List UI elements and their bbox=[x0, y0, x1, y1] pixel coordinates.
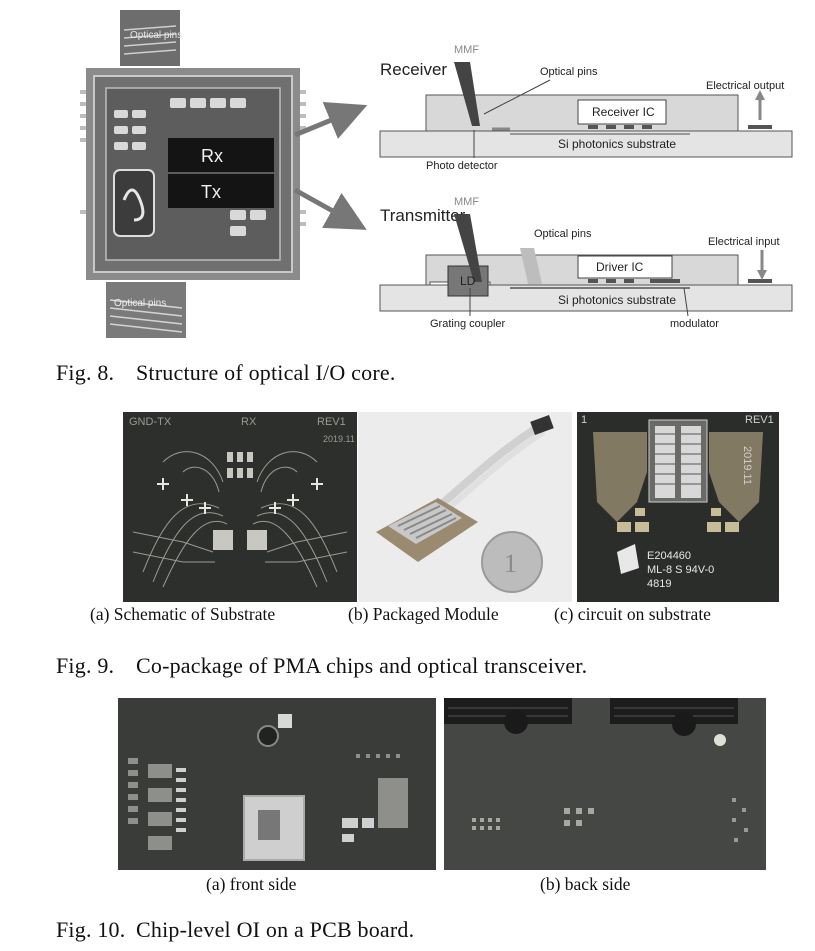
fig8-caption-text: Structure of optical I/O core. bbox=[136, 360, 396, 385]
code2-label: ML-8 S 94V-0 bbox=[647, 564, 715, 576]
fig10-caption: Fig. 10. Chip-level OI on a PCB board. bbox=[56, 917, 414, 943]
rx-pad-label: RX bbox=[241, 416, 257, 428]
transmitter-substrate-label: Si photonics substrate bbox=[558, 293, 677, 307]
fig8-chip-photo: Rx Tx Optical pins Optical pins bbox=[80, 10, 308, 338]
fig9-photo-b: 1 bbox=[358, 412, 572, 602]
fig9-sub-a: (a) Schematic of Substrate bbox=[90, 604, 276, 624]
code1-label: E204460 bbox=[647, 550, 692, 562]
year-c-label: 2019.11 bbox=[741, 446, 753, 485]
photo-detector-label: Photo detector bbox=[426, 160, 498, 172]
rev1-a-label: REV1 bbox=[317, 416, 346, 428]
fig9-sub-c: (c) circuit on substrate bbox=[554, 604, 711, 624]
ld-label: LD bbox=[460, 274, 476, 288]
fig10-sub-a: (a) front side bbox=[206, 874, 297, 894]
fig8-arrows bbox=[293, 101, 368, 230]
one-c-label: 1 bbox=[581, 414, 588, 426]
modulator-label: modulator bbox=[670, 318, 719, 330]
fig10-caption-number: Fig. 10. bbox=[56, 917, 126, 942]
transmitter-optical-pins-label: Optical pins bbox=[534, 228, 592, 240]
year-a-label: 2019.11 bbox=[323, 434, 355, 444]
fig9-caption-number: Fig. 9. bbox=[56, 653, 115, 678]
optical-pins-bottom-label: Optical pins bbox=[114, 298, 167, 309]
transmitter-mmf-label: MMF bbox=[454, 196, 480, 208]
fig10-photo-a bbox=[118, 698, 436, 870]
transmitter-diagram: Transmitter MMF Optical pins Electrical … bbox=[370, 192, 800, 342]
fig10-sub-b: (b) back side bbox=[540, 874, 631, 894]
receiver-substrate-label: Si photonics substrate bbox=[558, 137, 677, 151]
svg-text:1: 1 bbox=[504, 549, 517, 578]
receiver-diagram: Receiver MMF Optical pins Electrical out… bbox=[370, 38, 800, 178]
code3-label: 4819 bbox=[647, 578, 672, 590]
transmitter-heading: Transmitter bbox=[380, 206, 466, 225]
fig10-photo-b bbox=[444, 698, 766, 870]
receiver-optical-pins-label: Optical pins bbox=[540, 66, 598, 78]
receiver-ic-label: Receiver IC bbox=[592, 105, 655, 119]
fig9-photo-c: 1 REV1 2019.11 E204460 ML-8 S 94V-0 4819 bbox=[577, 412, 779, 602]
receiver-electrical-output-label: Electrical output bbox=[706, 80, 785, 92]
receiver-mmf-label: MMF bbox=[454, 44, 480, 56]
receiver-heading: Receiver bbox=[380, 60, 448, 79]
fig9-caption-text: Co-package of PMA chips and optical tran… bbox=[136, 653, 588, 678]
transmitter-electrical-input-label: Electrical input bbox=[708, 236, 780, 248]
fig10-caption-text: Chip-level OI on a PCB board. bbox=[136, 917, 415, 942]
driver-ic-label: Driver IC bbox=[596, 260, 644, 274]
tx-label: Tx bbox=[201, 182, 221, 202]
rx-label: Rx bbox=[201, 146, 223, 166]
gnd-tx-label: GND-TX bbox=[129, 416, 172, 428]
grating-coupler-label: Grating coupler bbox=[430, 318, 506, 330]
fig9-sub-b: (b) Packaged Module bbox=[348, 604, 499, 624]
rev1-c-label: REV1 bbox=[745, 414, 774, 426]
fig9-photo-a: GND-TX RX REV1 2019.11 bbox=[123, 412, 357, 602]
optical-pins-top-label: Optical pins bbox=[130, 30, 183, 41]
fig9-caption: Fig. 9. Co-package of PMA chips and optic… bbox=[56, 653, 587, 679]
fig8-caption: Fig. 8. Structure of optical I/O core. bbox=[56, 360, 396, 386]
fig8-caption-number: Fig. 8. bbox=[56, 360, 115, 385]
